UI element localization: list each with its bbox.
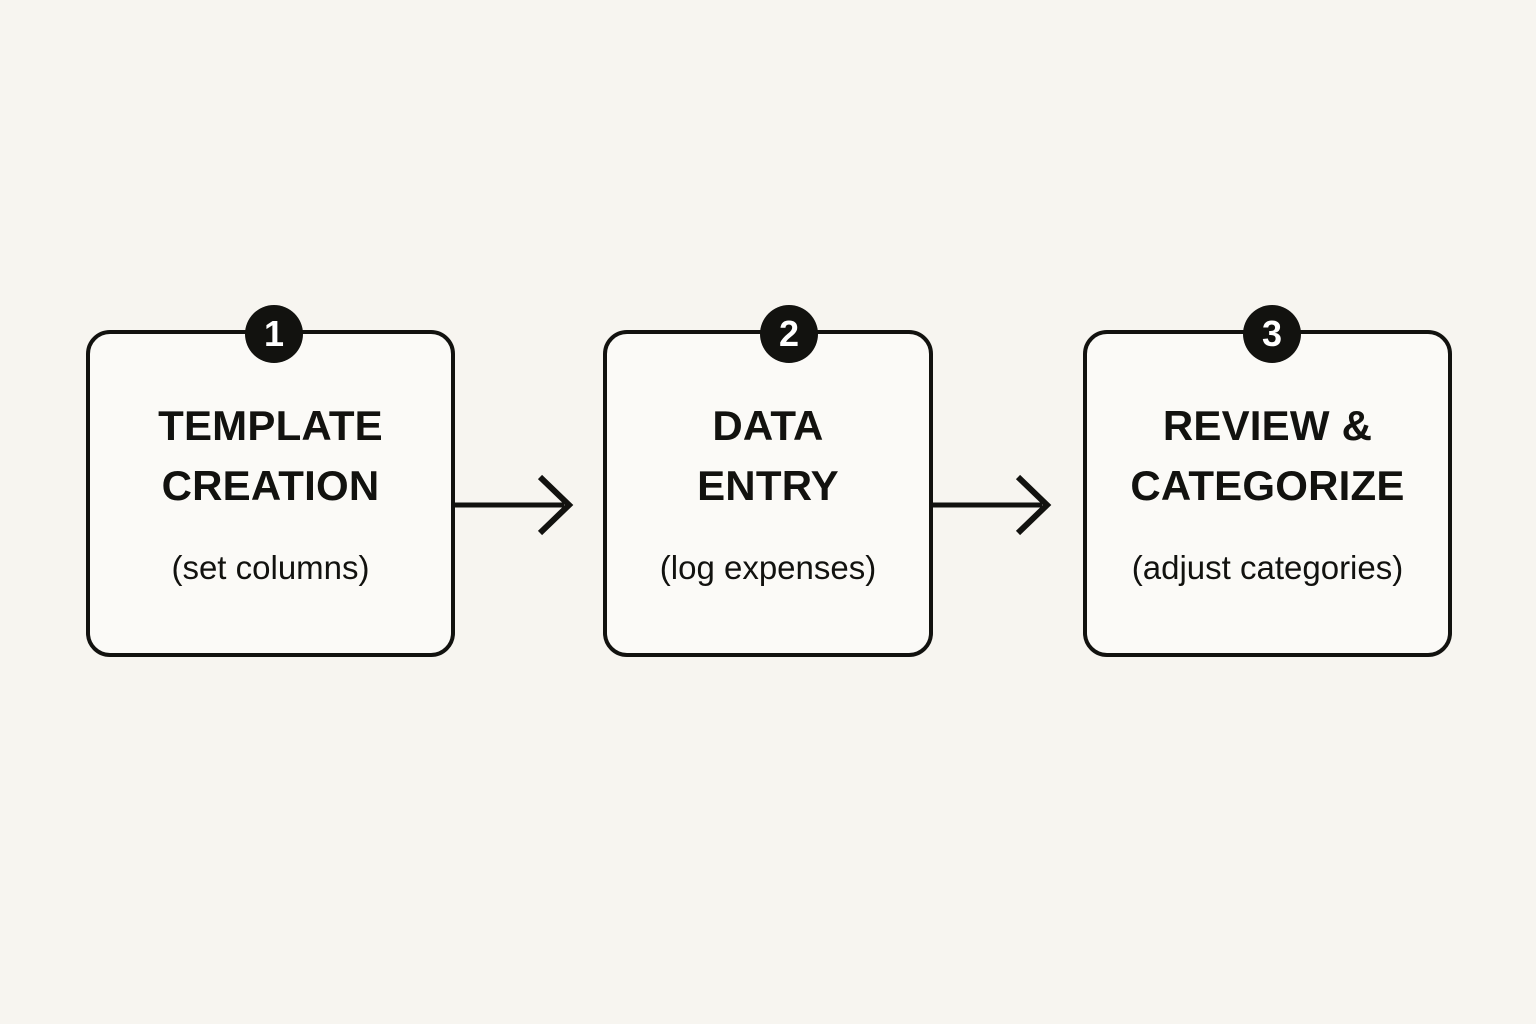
connector-step1-step2 [452, 465, 582, 545]
step-subtitle-3: (adjust categories) [1131, 549, 1404, 586]
step-number-2: 2 [778, 313, 800, 354]
step-box-2[interactable]: 2 DATA ENTRY (log expenses) [603, 305, 933, 657]
process-flow-row: 1 TEMPLATE CREATION (set columns) 2 DATA… [0, 305, 1536, 661]
step-number-1: 1 [263, 313, 285, 354]
step-number-badge-1: 1 [245, 305, 303, 363]
step-title-1: TEMPLATE CREATION [158, 402, 383, 509]
step-box-1[interactable]: 1 TEMPLATE CREATION (set columns) [86, 305, 455, 657]
step-subtitle-1: (set columns) [171, 549, 370, 586]
arrow-right-icon [452, 465, 582, 545]
step-number-3: 3 [1261, 313, 1283, 354]
step-title-2: DATA ENTRY [697, 402, 839, 509]
connector-step2-step3 [930, 465, 1060, 545]
arrow-right-icon [930, 465, 1060, 545]
step-title-3: REVIEW & CATEGORIZE [1130, 402, 1405, 509]
step-number-badge-2: 2 [760, 305, 818, 363]
step-box-3[interactable]: 3 REVIEW & CATEGORIZE (adjust categories… [1083, 305, 1452, 657]
step-number-badge-3: 3 [1243, 305, 1301, 363]
step-subtitle-2: (log expenses) [659, 549, 877, 586]
